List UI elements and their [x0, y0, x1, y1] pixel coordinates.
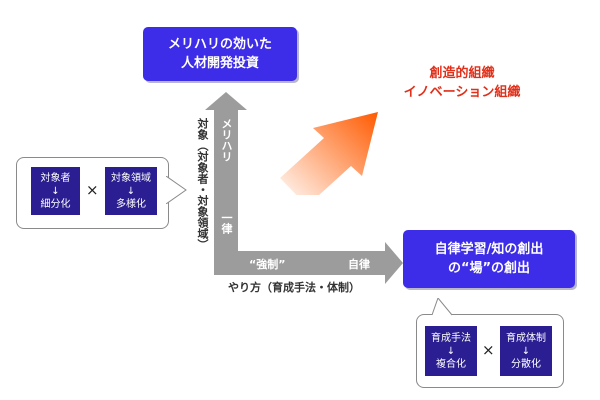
- bottom-callout-box1-arrow: ↓: [446, 345, 456, 357]
- horizontal-axis-arrowhead: [385, 242, 403, 284]
- vertical-bottom-label: 一律: [220, 212, 233, 234]
- gradient-arrow: [280, 112, 378, 195]
- horizontal-right-label: 自律: [348, 258, 370, 271]
- horizontal-axis-bar: [214, 251, 386, 275]
- vertical-axis-bar: [214, 108, 238, 275]
- horizontal-axis-label: やり方（育成手法・体制）: [228, 281, 360, 294]
- vertical-axis-label: 対象（対象者・対象領域）: [196, 118, 209, 250]
- bottom-callout-box2-top: 育成体制: [506, 332, 546, 344]
- innovation-title-line2: イノベーション組織: [403, 85, 521, 100]
- bottom-callout-box1-top: 育成手法: [431, 332, 471, 344]
- left-callout-box2-bottom: 多様化: [116, 198, 146, 210]
- top-box-investment: メリハリの効いた 人材開発投資: [143, 27, 297, 81]
- vertical-top-label: メリハリ: [220, 118, 233, 162]
- bottom-callout-box1-bottom: 複合化: [436, 358, 466, 370]
- left-callout-box2-top: 対象領域: [111, 172, 151, 184]
- left-callout-box1-arrow: ↓: [51, 185, 60, 197]
- gradient-arrow-shape: [280, 112, 378, 195]
- bottom-callout-box2-bottom: 分散化: [511, 358, 541, 370]
- bottom-callout-box2: 育成体制 ↓ 分散化: [500, 326, 552, 376]
- vertical-axis-arrowhead: [205, 92, 247, 110]
- left-callout-box1: 対象者 ↓ 細分化: [31, 167, 80, 215]
- right-box-learning: 自律学習/知の創出 の“場”の創出: [403, 230, 575, 288]
- bottom-callout-times: ×: [482, 341, 495, 359]
- left-callout-pointer: [166, 176, 187, 204]
- left-callout-box2-arrow: ↓: [126, 185, 136, 197]
- bottom-callout-box1: 育成手法 ↓ 複合化: [425, 326, 477, 376]
- left-callout-box2: 対象領域 ↓ 多様化: [105, 167, 157, 215]
- left-callout-box1-top: 対象者: [40, 172, 71, 184]
- top-box-line1: メリハリの効いた: [167, 37, 272, 52]
- innovation-title: 創造的組織 イノベーション組織: [388, 64, 536, 102]
- bottom-callout-pointer: [432, 298, 453, 316]
- right-box-line1: 自律学習/知の創出: [434, 242, 544, 257]
- bottom-callout-box2-arrow: ↓: [521, 345, 531, 357]
- left-callout-box1-bottom: 細分化: [40, 198, 71, 210]
- right-box-line2: の“場”の創出: [447, 261, 531, 276]
- horizontal-left-label: “強制”: [249, 258, 286, 271]
- left-callout-times: ×: [86, 181, 99, 199]
- top-box-line2: 人材開発投資: [180, 56, 259, 71]
- innovation-title-line1: 創造的組織: [429, 66, 495, 81]
